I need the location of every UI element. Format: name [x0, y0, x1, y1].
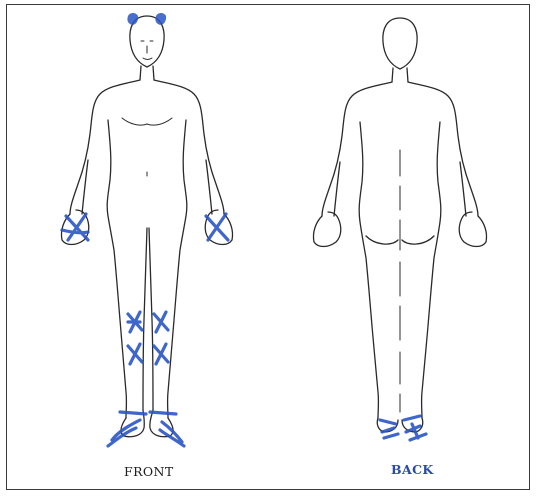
- mark-right-knee: [154, 312, 168, 332]
- mark-left-shin: [128, 344, 142, 364]
- mark-back-left-heel: [380, 420, 398, 438]
- back-label: BACK: [391, 462, 434, 477]
- mark-front-right-foot: [150, 412, 184, 446]
- front-face: [141, 41, 153, 60]
- mark-front-right-hand: [206, 214, 228, 240]
- back-head: [383, 18, 417, 69]
- front-left-side: [70, 80, 140, 214]
- back-left-side: [322, 82, 392, 216]
- mark-left-knee: [128, 312, 142, 332]
- mark-front-left-foot: [108, 412, 146, 446]
- back-left-hand: [313, 212, 340, 247]
- back-markings: [380, 416, 426, 440]
- back-figure: [313, 18, 486, 432]
- front-markings: [62, 13, 228, 446]
- back-right-side: [408, 82, 478, 216]
- front-label: FRONT: [124, 464, 174, 479]
- mark-head-right: [155, 13, 166, 25]
- front-figure: [61, 16, 232, 437]
- mark-front-left-hand: [62, 214, 88, 240]
- mark-head-left: [127, 13, 138, 25]
- front-right-side: [154, 80, 224, 214]
- mark-right-shin: [154, 344, 168, 364]
- back-right-hand: [459, 212, 486, 247]
